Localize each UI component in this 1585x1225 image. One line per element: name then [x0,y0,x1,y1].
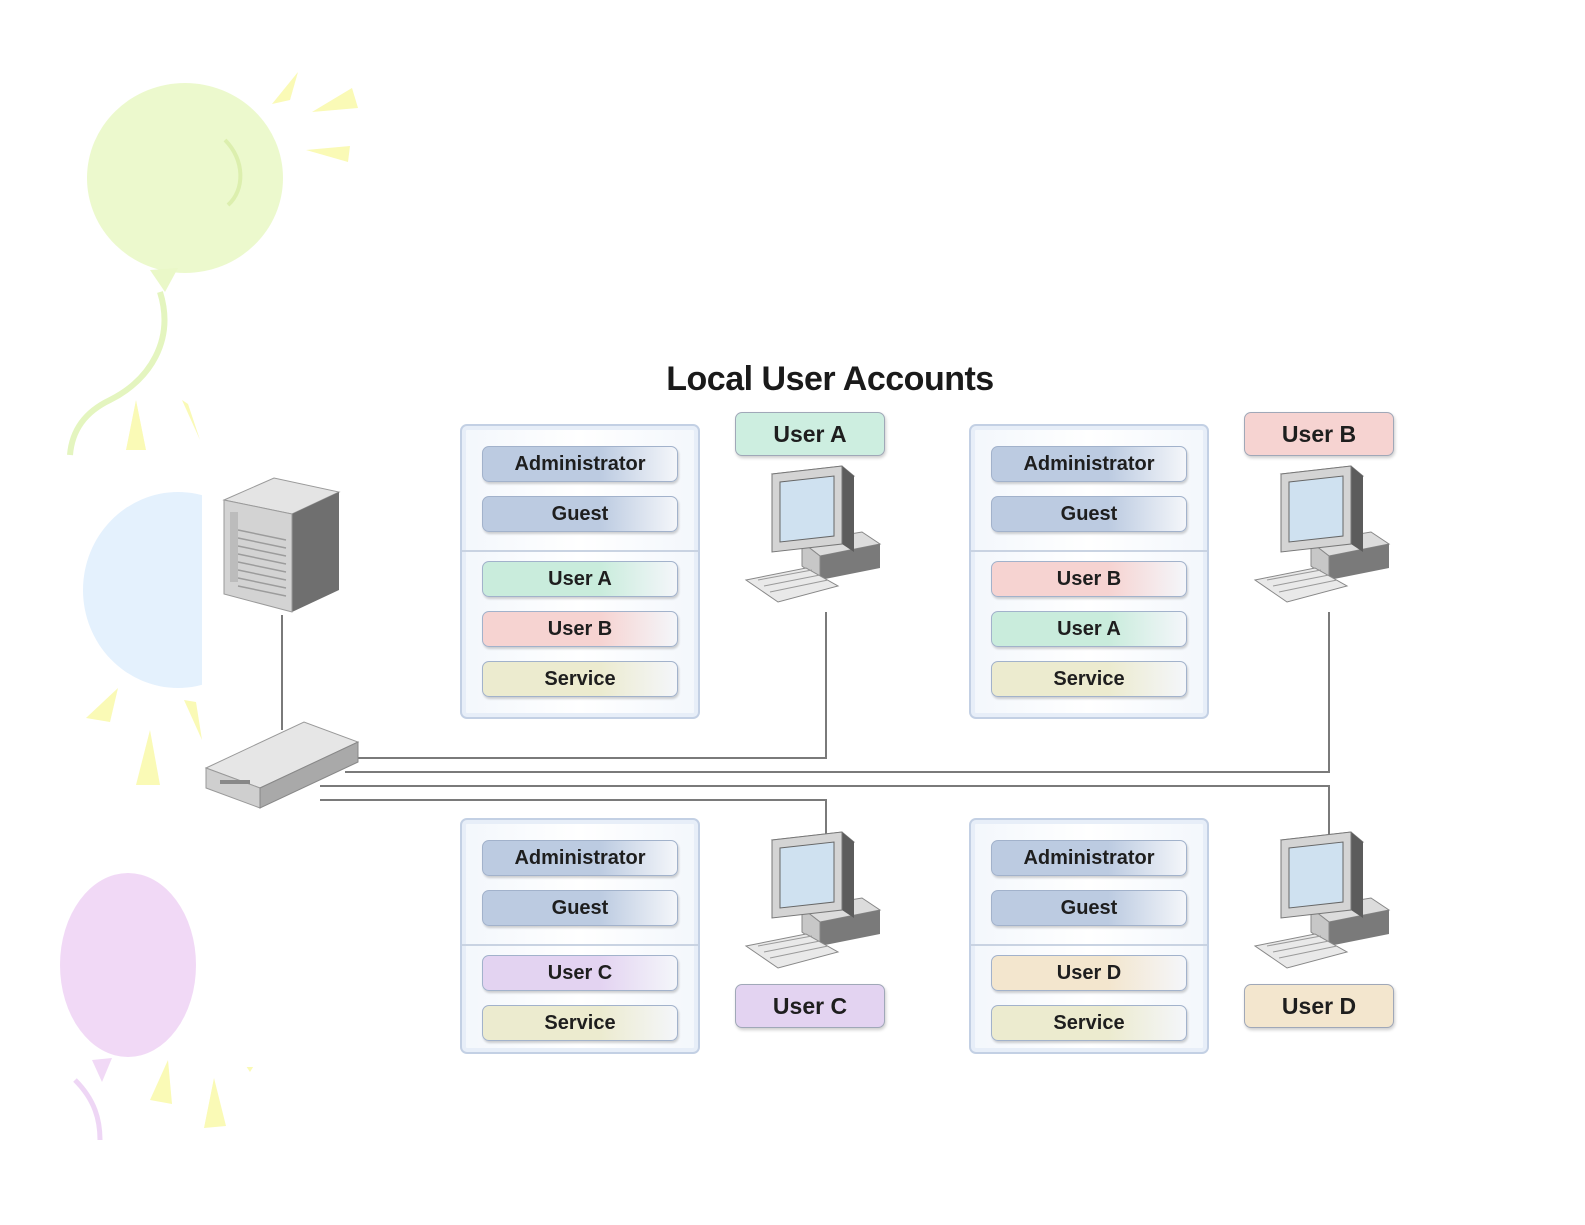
account-group-divider [462,550,698,552]
builtin-account-guest: Guest [482,890,678,926]
user-tag-b: User B [1244,412,1394,456]
account-group-divider [971,550,1207,552]
builtin-account-guest: Guest [482,496,678,532]
builtin-account-administrator: Administrator [991,446,1187,482]
builtin-account-administrator: Administrator [482,840,678,876]
local-account-service: Service [991,1005,1187,1041]
builtin-account-guest: Guest [991,890,1187,926]
local-account-service: Service [482,1005,678,1041]
user-tag-a: User A [735,412,885,456]
local-account-user-a: User A [991,611,1187,647]
desktop-computer-icon [1251,828,1401,978]
local-account-user-d: User D [991,955,1187,991]
network-switch-icon [200,716,362,816]
desktop-computer-icon [742,828,892,978]
server-icon [214,472,349,617]
builtin-account-guest: Guest [991,496,1187,532]
builtin-account-administrator: Administrator [991,840,1187,876]
user-tag-c: User C [735,984,885,1028]
local-account-user-a: User A [482,561,678,597]
builtin-account-administrator: Administrator [482,446,678,482]
user-tag-d: User D [1244,984,1394,1028]
local-account-service: Service [482,661,678,697]
local-account-user-b: User B [991,561,1187,597]
local-account-user-c: User C [482,955,678,991]
local-account-service: Service [991,661,1187,697]
desktop-computer-icon [1251,462,1401,612]
local-account-user-b: User B [482,611,678,647]
account-group-divider [462,944,698,946]
desktop-computer-icon [742,462,892,612]
account-group-divider [971,944,1207,946]
diagram-title: Local User Accounts [560,360,1100,399]
